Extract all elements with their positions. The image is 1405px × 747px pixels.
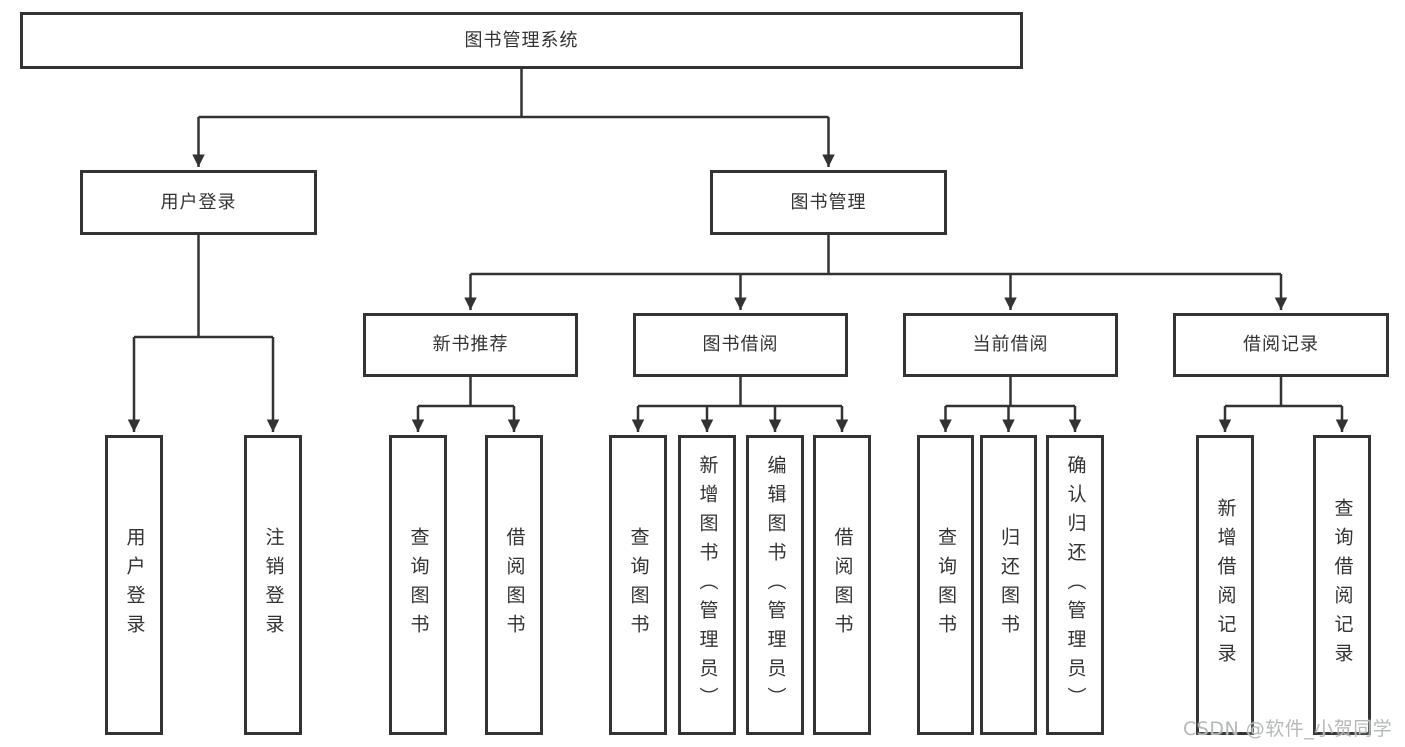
node-new-book-recommend: 新书推荐	[363, 313, 578, 377]
leaf-logout-login: 注销登录	[244, 435, 302, 735]
leaf-borrow-book-borrowing: 借阅图书	[813, 435, 871, 735]
node-borrowing-records: 借阅记录	[1173, 313, 1389, 377]
node-book-management: 图书管理	[710, 170, 947, 235]
leaf-add-book-admin: 新增图书（管理员）	[678, 435, 736, 735]
node-library-system: 图书管理系统	[20, 12, 1023, 69]
leaf-query-book-borrowing: 查询图书	[609, 435, 667, 735]
leaf-query-borrow-record: 查询借阅记录	[1313, 435, 1371, 735]
leaf-edit-book-admin: 编辑图书（管理员）	[746, 435, 804, 735]
leaf-user-login: 用户登录	[105, 435, 163, 735]
leaf-query-book-recommend: 查询图书	[389, 435, 447, 735]
leaf-query-book-current: 查询图书	[917, 435, 974, 735]
leaf-add-borrow-record: 新增借阅记录	[1196, 435, 1254, 735]
csdn-watermark: CSDN @软件_小贺同学	[1183, 718, 1393, 740]
node-book-borrowing: 图书借阅	[633, 313, 848, 377]
leaf-borrow-book-recommend: 借阅图书	[485, 435, 543, 735]
leaf-confirm-return-admin: 确认归还（管理员）	[1046, 435, 1104, 735]
node-current-borrowing: 当前借阅	[903, 313, 1118, 377]
node-user-login: 用户登录	[80, 170, 317, 235]
leaf-return-book: 归还图书	[980, 435, 1037, 735]
